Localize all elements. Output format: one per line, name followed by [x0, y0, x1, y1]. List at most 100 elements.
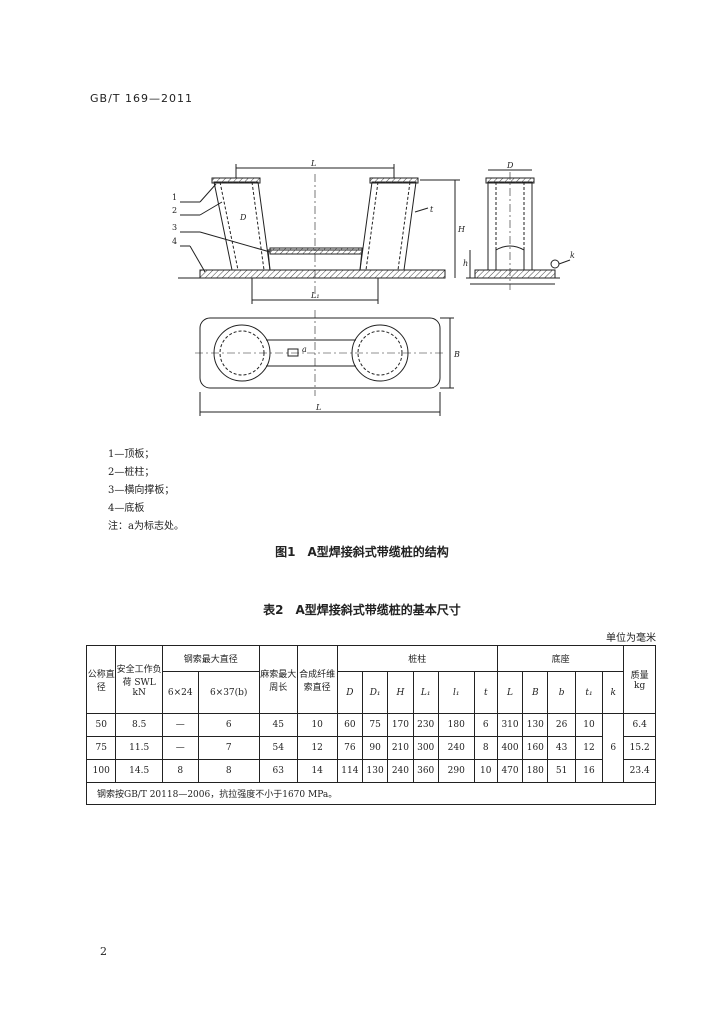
- cell: 470: [496, 759, 524, 783]
- cell: 180: [522, 759, 549, 783]
- header-t: t: [473, 671, 498, 714]
- header-B: B: [522, 671, 549, 714]
- cell: 400: [496, 736, 524, 760]
- header-H: H: [387, 671, 414, 714]
- cell: 6.4: [623, 713, 656, 737]
- callout-1: 1: [172, 193, 177, 202]
- legend-item-3: 3—横向撑板；: [108, 485, 175, 496]
- cell: 10: [473, 759, 498, 783]
- dim-label-D1: D: [239, 213, 247, 222]
- cell: 14.5: [115, 759, 163, 783]
- legend-item-4: 4—底板: [108, 503, 145, 514]
- dim-label-L-side: L: [310, 160, 316, 168]
- header-k: k: [602, 671, 625, 714]
- cell-k-merged: 6: [602, 713, 625, 783]
- figure-legend: 1—顶板； 2—桩柱； 3—横向撑板； 4—底板 注：a为标志处。: [108, 446, 184, 536]
- cell: 6: [473, 713, 498, 737]
- cell: 60: [336, 713, 363, 737]
- cell: 8.5: [115, 713, 163, 737]
- cell: 11.5: [115, 736, 163, 760]
- cell: 210: [387, 736, 414, 760]
- header-nominal: 公称直径: [85, 645, 117, 714]
- cell: 14: [296, 759, 338, 783]
- callout-3: 3: [172, 223, 177, 232]
- header-wire-max: 钢索最大直径: [161, 645, 260, 672]
- header-b: b: [547, 671, 576, 714]
- header-hemp: 麻索最大周长: [258, 645, 298, 714]
- cell: 310: [496, 713, 524, 737]
- header-D1: D₁: [361, 671, 389, 714]
- cell: —: [161, 736, 199, 760]
- cell: 23.4: [623, 759, 656, 783]
- cell: 100: [85, 759, 117, 783]
- table-row: 50 8.5 — 6 45 10 60 75 170 230 180 6 310…: [85, 713, 656, 783]
- cell: 10: [574, 713, 604, 737]
- legend-note: 注：a为标志处。: [108, 521, 184, 532]
- cell: 90: [361, 736, 389, 760]
- cell: 160: [522, 736, 549, 760]
- cell: 7: [197, 736, 260, 760]
- header-D: D: [336, 671, 363, 714]
- header-pile: 桩柱: [336, 645, 498, 672]
- header-l1: l₁: [437, 671, 475, 714]
- cell: 114: [336, 759, 363, 783]
- cell: 75: [85, 736, 117, 760]
- cell: 50: [85, 713, 117, 737]
- cell: 12: [296, 736, 338, 760]
- dim-label-B: B: [453, 350, 460, 359]
- cell: 8: [161, 759, 199, 783]
- unit-note: 单位为毫米: [606, 633, 656, 644]
- header-synthetic: 合成纤维索直径: [296, 645, 338, 714]
- bollard-structure-figure: L L₁ H t D 1 2 3 4 D h k: [172, 160, 575, 416]
- cell: 290: [437, 759, 475, 783]
- figure-caption: 图1 A型焊接斜式带缆桩的结构: [275, 545, 449, 559]
- marking-label-a: a: [302, 345, 307, 354]
- table-row: 100 14.5 8 8 63 14 114 130 240 360 290 1…: [85, 759, 656, 783]
- cell: 360: [412, 759, 439, 783]
- dim-label-h: h: [463, 259, 468, 268]
- cell: 8: [473, 736, 498, 760]
- cell: 45: [258, 713, 298, 737]
- dim-label-L-plan: L: [315, 403, 321, 412]
- cell: 130: [522, 713, 549, 737]
- cell: 170: [387, 713, 414, 737]
- cell: —: [161, 713, 199, 737]
- side-view: [178, 164, 460, 304]
- header-wire-a: 6×24: [161, 671, 199, 714]
- header-base: 底座: [496, 645, 625, 672]
- legend-item-1: 1—顶板；: [108, 449, 155, 460]
- cell: 240: [437, 736, 475, 760]
- cell: 26: [547, 713, 576, 737]
- dim-label-t: t: [430, 205, 434, 214]
- header-t1: t₁: [574, 671, 604, 714]
- cell: 180: [437, 713, 475, 737]
- cell: 8: [197, 759, 260, 783]
- cell: 6: [197, 713, 260, 737]
- header-weight: 质量 kg: [623, 645, 656, 714]
- cell: 130: [361, 759, 389, 783]
- dim-label-H: H: [457, 225, 466, 234]
- table-row: 75 11.5 — 7 54 12 76 90 210 300 240 8 40…: [85, 736, 656, 760]
- table-footnote: 钢索按GB/T 20118—2006，抗拉强度不小于1670 MPa。: [86, 782, 656, 805]
- page-number: 2: [100, 945, 107, 958]
- cell: 240: [387, 759, 414, 783]
- standard-code: GB/T 169—2011: [90, 92, 193, 105]
- cell: 16: [574, 759, 604, 783]
- cell: 12: [574, 736, 604, 760]
- cell: 75: [361, 713, 389, 737]
- end-view: [466, 169, 571, 290]
- callout-4: 4: [172, 237, 177, 246]
- dim-label-D: D: [506, 161, 514, 170]
- header-L1: L₁: [412, 671, 439, 714]
- table-title: 表2 A型焊接斜式带缆桩的基本尺寸: [263, 603, 461, 617]
- dimensions-table: 公称直径 安全工作负荷 SWL kN 钢索最大直径 麻索最大周长 合成纤维索直径…: [85, 645, 656, 805]
- dim-label-k: k: [570, 251, 575, 260]
- plan-view: [195, 310, 454, 416]
- cell: 63: [258, 759, 298, 783]
- cell: 230: [412, 713, 439, 737]
- header-wire-b: 6×37(b): [197, 671, 260, 714]
- cell: 76: [336, 736, 363, 760]
- header-L: L: [496, 671, 524, 714]
- callout-2: 2: [172, 206, 177, 215]
- legend-item-2: 2—桩柱；: [108, 467, 155, 478]
